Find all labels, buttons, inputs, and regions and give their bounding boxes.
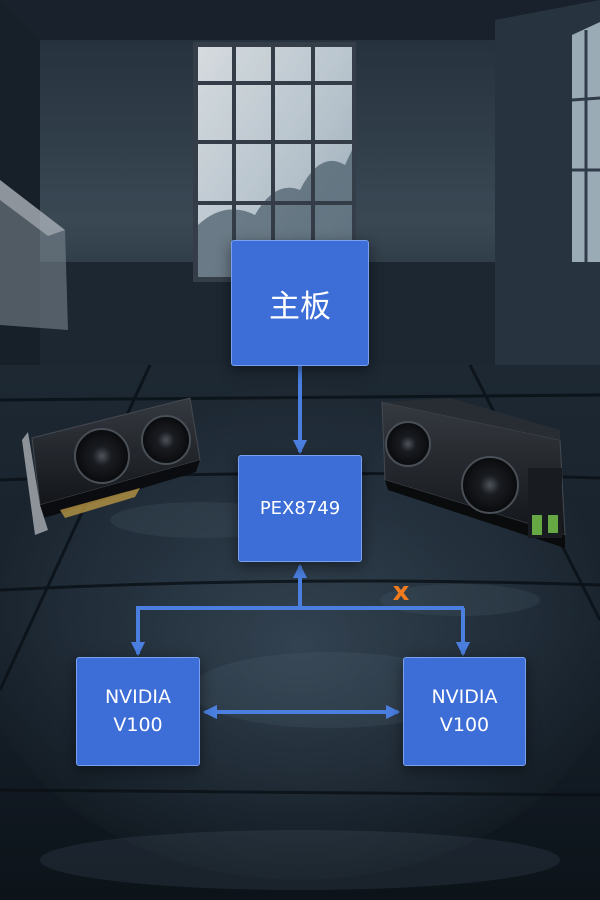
- gpu-right-box: NVIDIA V100: [403, 657, 526, 766]
- pex8749-switch-box: PEX8749: [238, 455, 362, 562]
- switch-label: PEX8749: [259, 498, 341, 519]
- mainboard-label: 主板: [269, 288, 331, 325]
- mainboard-box: 主板: [231, 240, 369, 366]
- gpu-left-box: NVIDIA V100: [76, 657, 200, 766]
- gpu-left-label: NVIDIA V100: [104, 685, 172, 736]
- gpu-right-label: NVIDIA V100: [431, 685, 498, 736]
